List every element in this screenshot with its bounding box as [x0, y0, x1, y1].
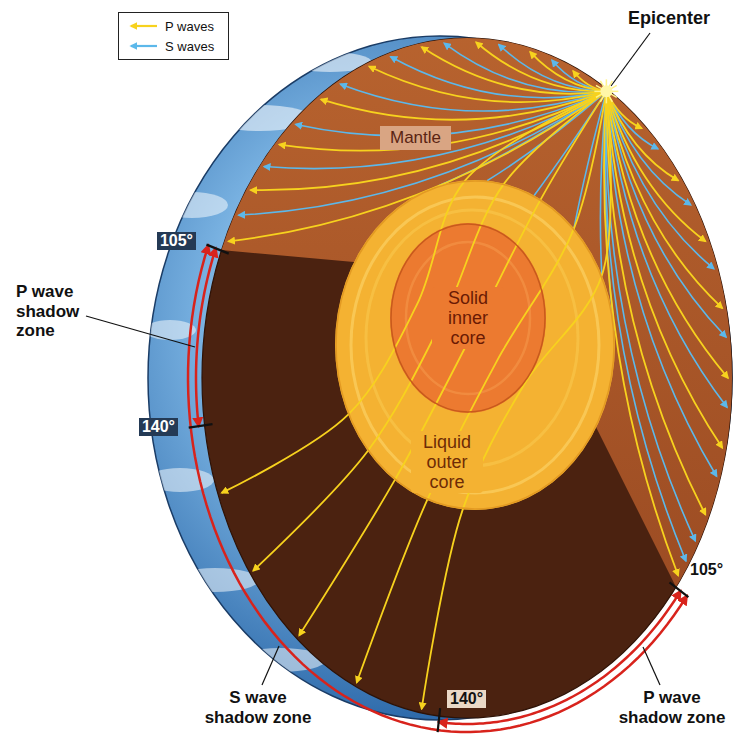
cloud — [144, 320, 196, 340]
epicenter-dot — [600, 85, 612, 97]
outer-core-fill — [335, 180, 615, 510]
angle-tick — [189, 424, 213, 427]
p-wave-ray — [369, 66, 606, 102]
legend-sample — [127, 21, 159, 31]
s-wave-ray — [264, 91, 606, 168]
legend-text: S waves — [165, 39, 214, 54]
legend-row: P waves — [127, 16, 214, 36]
cloud — [156, 192, 228, 218]
core-layer: Solid inner core — [390, 223, 546, 413]
p-wave-ray — [606, 91, 705, 514]
core-outline — [391, 224, 545, 412]
angle-label: 140° — [447, 690, 486, 708]
shadow-zone-marks — [86, 33, 688, 732]
p-wave-ray — [606, 91, 728, 378]
angle-label: 105° — [157, 232, 196, 250]
angle-label: 105° — [690, 561, 723, 579]
p-wave-ray — [222, 91, 607, 493]
legend-arrow — [131, 25, 157, 27]
leader-line — [262, 646, 279, 685]
core-illustration — [335, 180, 615, 510]
core-swirl — [406, 242, 530, 394]
core-label: Liquid outer core — [411, 431, 483, 493]
angle-tick — [206, 245, 228, 254]
cloud — [146, 468, 214, 492]
s-wave-ray — [605, 91, 686, 561]
s-wave-ray — [606, 91, 727, 407]
p-wave-ray — [604, 91, 678, 575]
legend-sample — [127, 41, 159, 51]
zone-label: S wave shadow zone — [202, 688, 314, 727]
s-wave-ray — [444, 43, 606, 92]
mantle-rays — [229, 42, 728, 575]
p-wave-ray — [321, 91, 606, 119]
angle-tick — [670, 582, 689, 597]
mantle-lit-region — [0, 0, 740, 600]
angle-tick — [438, 708, 441, 732]
cloud — [171, 568, 259, 592]
p-wave-ray — [357, 91, 607, 682]
core-layer: Solid inner coreLiquid outer core — [335, 180, 615, 510]
p-wave-ray — [299, 91, 606, 635]
core-label: Solid inner core — [432, 287, 504, 349]
s-wave-ray — [606, 91, 713, 268]
layer-name: Mantle — [380, 126, 451, 150]
legend-box: P waves S waves — [118, 12, 229, 60]
legend-row: S waves — [127, 36, 214, 56]
leader-line — [643, 647, 660, 685]
p-wave-ray — [530, 52, 606, 91]
p-wave-ray — [422, 47, 607, 94]
p-wave-ray — [476, 42, 606, 91]
angle-label: 140° — [139, 418, 178, 436]
legend-text: P waves — [165, 19, 214, 34]
p-wave-ray — [251, 91, 607, 190]
epicenter-label: Epicenter — [628, 8, 710, 29]
zone-label: P wave shadow zone — [16, 282, 112, 341]
p-wave-ray — [253, 91, 606, 570]
p-wave-ray — [606, 91, 722, 447]
legend-arrow — [131, 45, 157, 47]
core-rays — [222, 91, 611, 709]
core-outline — [336, 181, 614, 509]
leader-line — [611, 33, 650, 86]
zone-label: P wave shadow zone — [616, 688, 728, 727]
leader-line — [86, 316, 195, 347]
